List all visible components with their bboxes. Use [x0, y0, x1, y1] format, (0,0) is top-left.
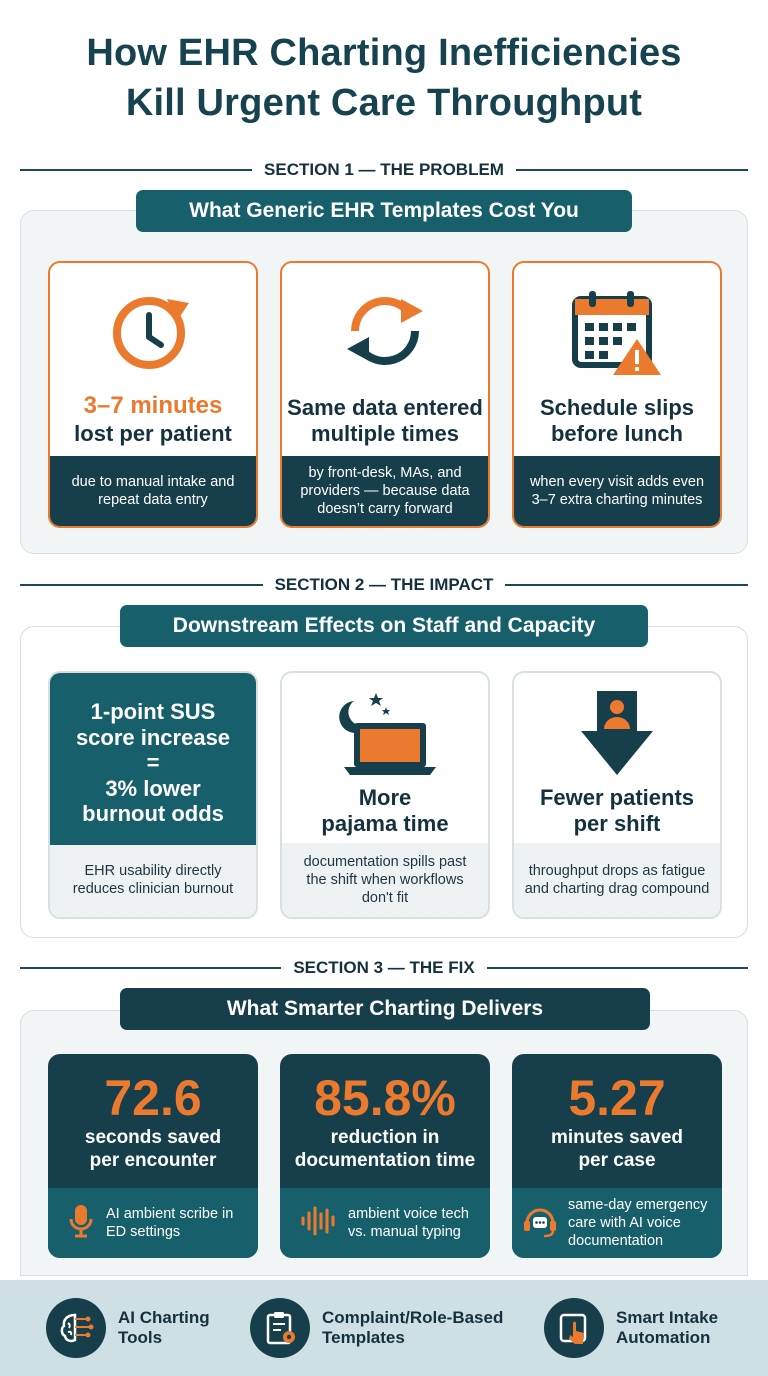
sus-line-1: 1-point SUS [90, 699, 216, 724]
seconds-saved-label-1: seconds saved [84, 1127, 222, 1148]
seconds-saved-footer: AI ambient scribe in ED settings [48, 1188, 258, 1258]
time-lost-headline: lost per patient [74, 421, 232, 446]
minutes-saved-footer: same-day emergency care with AI voice do… [512, 1188, 722, 1258]
minutes-saved-label-2: per case [578, 1150, 656, 1171]
tool-smart-intake-line-2: Automation [616, 1328, 711, 1347]
tool-templates-line-1: Complaint/Role-Based [322, 1308, 504, 1327]
pajama-headline-2: pajama time [321, 811, 449, 836]
section-3-heading: SECTION 3 — THE FIX [20, 956, 749, 980]
pajama-headline-1: More [358, 785, 412, 810]
seconds-saved-label-2: per encounter [89, 1150, 217, 1171]
sus-line-2: score increase [75, 724, 231, 750]
schedule-slips-detail: when every visit adds even 3–7 extra cha… [514, 456, 720, 526]
section-2-heading-text: SECTION 2 — THE IMPACT [274, 575, 494, 594]
tablet-touch-icon [544, 1298, 604, 1358]
sus-line-3: = [146, 750, 160, 775]
tool-smart-intake-label: Smart Intake Automation [616, 1308, 718, 1348]
minutes-saved-label: minutes saved per case [512, 1126, 722, 1172]
duplicate-data-headline-2: multiple times [311, 421, 459, 446]
impact-card-pajama-time: More pajama time documentation spills pa… [280, 671, 490, 919]
tool-smart-intake: Smart Intake Automation [544, 1298, 718, 1358]
title-line-1: How EHR Charting Inefficiencies [86, 32, 682, 74]
documentation-reduction-detail: ambient voice tech vs. manual typing [348, 1206, 469, 1240]
clipboard-gear-icon [250, 1298, 310, 1358]
tool-smart-intake-line-1: Smart Intake [616, 1308, 719, 1327]
section-3-heading-text: SECTION 3 — THE FIX [293, 958, 475, 977]
fix-card-minutes-saved: 5.27 minutes saved per case same-day eme… [512, 1054, 722, 1258]
minutes-saved-label-1: minutes saved [551, 1127, 683, 1148]
page-title: How EHR Charting Inefficiencies Kill Urg… [0, 28, 768, 128]
documentation-reduction-value: 85.8% [314, 1070, 456, 1126]
time-lost-detail: due to manual intake and repeat data ent… [50, 456, 256, 526]
fix-card-documentation-reduction: 85.8% reduction in documentation time am… [280, 1054, 490, 1258]
problem-card-schedule-slips: Schedule slips before lunch when every v… [512, 261, 722, 528]
title-line-2: Kill Urgent Care Throughput [125, 82, 643, 124]
burnout-detail: EHR usability directly reduces clinician… [50, 843, 256, 917]
section-2-banner: Downstream Effects on Staff and Capacity [120, 605, 648, 647]
section-1-banner: What Generic EHR Templates Cost You [136, 190, 632, 232]
schedule-slips-headline-1: Schedule slips [539, 395, 695, 420]
section-3-banner: What Smarter Charting Delivers [120, 988, 650, 1030]
tool-ai-charting: AI Charting Tools [46, 1298, 210, 1358]
fewer-patients-detail: throughput drops as fatigue and charting… [514, 843, 720, 917]
section-1-heading: SECTION 1 — THE PROBLEM [20, 158, 749, 182]
down-arrow-person-icon [514, 689, 720, 779]
schedule-slips-headline-2: before lunch [550, 421, 683, 446]
impact-card-burnout: 1-point SUS score increase = 3% lower bu… [48, 671, 258, 919]
section-1-heading-text: SECTION 1 — THE PROBLEM [264, 160, 504, 179]
duplicate-data-headline-1: Same data entered [287, 395, 483, 420]
tool-ai-charting-line-1: AI Charting [118, 1308, 210, 1327]
fewer-patients-headline-1: Fewer patients [539, 785, 695, 810]
sus-line-4: 3% lower [105, 775, 201, 801]
time-lost-highlight: 3–7 minutes [83, 392, 223, 419]
minutes-saved-detail: same-day emergency care with AI voice do… [568, 1197, 708, 1249]
documentation-reduction-label-1: reduction in [330, 1127, 440, 1148]
tool-templates-line-2: Templates [322, 1328, 405, 1347]
section-2-heading: SECTION 2 — THE IMPACT [20, 573, 748, 597]
problem-card-time-lost: 3–7 minutes lost per patient due to manu… [48, 261, 258, 528]
tool-templates: Complaint/Role-Based Templates [250, 1298, 503, 1358]
fix-card-seconds-saved: 72.6 seconds saved per encounter AI ambi… [48, 1054, 258, 1258]
calendar-warning-icon [514, 287, 720, 379]
problem-card-duplicate-data: Same data entered multiple times by fron… [280, 261, 490, 528]
documentation-reduction-label: reduction in documentation time [280, 1126, 490, 1172]
sus-line-5: burnout odds [82, 801, 224, 826]
tool-templates-label: Complaint/Role-Based Templates [322, 1308, 503, 1348]
impact-card-fewer-patients: Fewer patients per shift throughput drop… [512, 671, 722, 919]
brain-circuit-icon [46, 1298, 106, 1358]
sus-score-block: 1-point SUS score increase = 3% lower bu… [50, 673, 256, 845]
laptop-moon-icon [282, 687, 488, 779]
minutes-saved-value: 5.27 [568, 1070, 666, 1126]
cycle-arrows-icon [282, 285, 488, 377]
clock-refresh-icon [50, 285, 256, 377]
headset-chat-icon [522, 1203, 558, 1244]
soundwave-icon [300, 1205, 336, 1242]
documentation-reduction-label-2: documentation time [294, 1150, 476, 1171]
microphone-icon [68, 1203, 94, 1244]
pajama-detail: documentation spills past the shift when… [282, 843, 488, 917]
seconds-saved-label: seconds saved per encounter [48, 1126, 258, 1172]
duplicate-data-detail: by front-desk, MAs, and providers — beca… [282, 456, 488, 526]
documentation-reduction-footer: ambient voice tech vs. manual typing [280, 1188, 490, 1258]
seconds-saved-detail: AI ambient scribe in ED settings [106, 1206, 234, 1240]
seconds-saved-value: 72.6 [104, 1070, 202, 1126]
tools-bar: AI Charting Tools Complaint/Role-Based T… [0, 1280, 768, 1376]
tool-ai-charting-line-2: Tools [118, 1328, 163, 1347]
fewer-patients-headline-2: per shift [573, 811, 661, 836]
tool-ai-charting-label: AI Charting Tools [118, 1308, 210, 1348]
